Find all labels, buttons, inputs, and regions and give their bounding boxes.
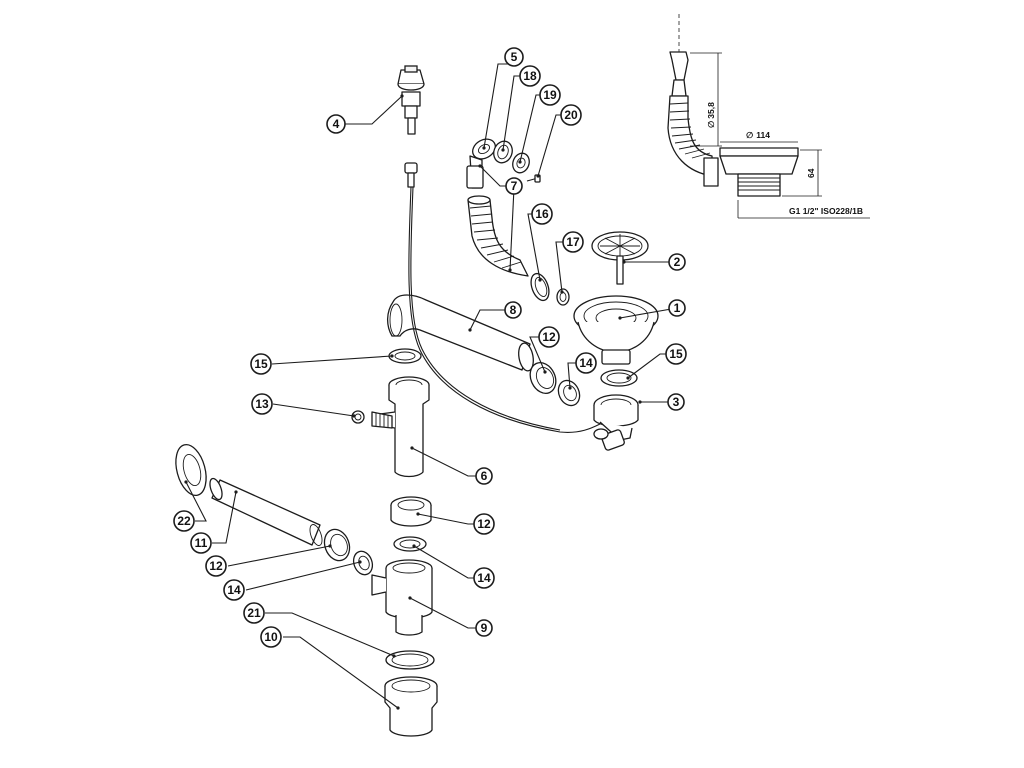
callout-15-right: 15 xyxy=(665,343,687,365)
svg-text:17: 17 xyxy=(566,235,580,249)
callout-1: 1 xyxy=(668,299,686,317)
part-12-nut-lower-left xyxy=(323,528,351,562)
svg-text:19: 19 xyxy=(543,88,557,102)
part-13-spigot xyxy=(351,410,393,429)
callout-13: 13 xyxy=(251,393,273,415)
callout-14-lower-left: 14 xyxy=(223,579,245,601)
callout-18: 18 xyxy=(519,65,541,87)
dim-height-label: ∅35,8 xyxy=(706,102,716,128)
callout-12-lower-left: 12 xyxy=(205,555,227,577)
callout-5: 5 xyxy=(504,47,524,67)
part-14-washer-middle xyxy=(557,379,581,407)
dim-diameter-label: ∅114 xyxy=(746,130,770,140)
callout-11: 11 xyxy=(190,532,212,554)
callout-12-lower-right: 12 xyxy=(473,513,495,535)
callout-12-middle: 12 xyxy=(538,326,560,348)
svg-text:14: 14 xyxy=(227,583,241,597)
part-1-strainer-body xyxy=(573,295,659,365)
svg-text:6: 6 xyxy=(481,469,488,483)
part-11-pipe xyxy=(209,477,323,546)
callout-10: 10 xyxy=(260,626,282,648)
remote-cable xyxy=(404,162,601,433)
dim-depth-label: 64 xyxy=(806,168,816,178)
callout-3: 3 xyxy=(667,393,685,411)
svg-text:12: 12 xyxy=(542,330,556,344)
part-9-bottle-trap xyxy=(371,559,433,636)
callout-8: 8 xyxy=(504,301,522,319)
callout-22: 22 xyxy=(173,510,195,532)
svg-text:1: 1 xyxy=(674,301,681,315)
svg-text:2: 2 xyxy=(674,255,681,269)
part-16-flex-hose xyxy=(467,195,529,277)
callout-16: 16 xyxy=(531,203,553,225)
callout-14-middle: 14 xyxy=(575,352,597,374)
part-15-ring-right xyxy=(600,369,638,387)
svg-text:14: 14 xyxy=(477,571,491,585)
callout-21: 21 xyxy=(243,602,265,624)
part-2-strainer xyxy=(591,231,649,285)
callout-9: 9 xyxy=(475,619,493,637)
svg-text:10: 10 xyxy=(264,630,278,644)
svg-text:12: 12 xyxy=(209,559,223,573)
part-14-washer-lower-right xyxy=(393,536,427,552)
part-4-remote-knob xyxy=(397,65,425,135)
part-12-nut-middle xyxy=(529,361,557,395)
part-21-ring xyxy=(385,650,435,670)
part-12-nut-lower-right xyxy=(390,496,432,527)
dim-thread-label: G1 1/2" ISO228/1B xyxy=(789,206,863,216)
callout-14-lower-right: 14 xyxy=(473,567,495,589)
svg-text:7: 7 xyxy=(511,179,518,193)
callout-19: 19 xyxy=(539,84,561,106)
callout-7: 7 xyxy=(505,177,523,195)
dimension-detail xyxy=(667,14,870,219)
svg-text:13: 13 xyxy=(255,397,269,411)
svg-text:15: 15 xyxy=(254,357,268,371)
part-3-valve xyxy=(593,394,639,451)
svg-text:16: 16 xyxy=(535,207,549,221)
svg-text:18: 18 xyxy=(523,69,537,83)
svg-text:5: 5 xyxy=(511,50,518,64)
svg-text:15: 15 xyxy=(669,347,683,361)
callout-15-left: 15 xyxy=(250,353,272,375)
svg-text:20: 20 xyxy=(564,108,578,122)
part-14-washer-lower-left xyxy=(352,550,374,576)
svg-text:4: 4 xyxy=(333,117,340,131)
svg-text:12: 12 xyxy=(477,517,491,531)
svg-text:22: 22 xyxy=(177,514,191,528)
svg-text:3: 3 xyxy=(673,395,680,409)
part-22-rosette xyxy=(175,443,207,497)
svg-text:21: 21 xyxy=(247,606,261,620)
svg-text:11: 11 xyxy=(195,536,208,550)
part-10-bottom-cup xyxy=(384,676,438,737)
leader-dots xyxy=(184,94,642,710)
callout-17: 17 xyxy=(562,231,584,253)
part-18-ring xyxy=(493,140,513,164)
part-17-washer xyxy=(556,288,570,306)
callout-4: 4 xyxy=(326,114,346,134)
part-15-ring-left xyxy=(388,348,422,364)
callout-6: 6 xyxy=(475,467,493,485)
part-7-hose-nut xyxy=(530,272,550,302)
svg-text:8: 8 xyxy=(510,303,517,317)
callout-2: 2 xyxy=(668,253,686,271)
svg-text:14: 14 xyxy=(579,356,593,370)
callout-20: 20 xyxy=(560,104,582,126)
svg-text:9: 9 xyxy=(481,621,488,635)
